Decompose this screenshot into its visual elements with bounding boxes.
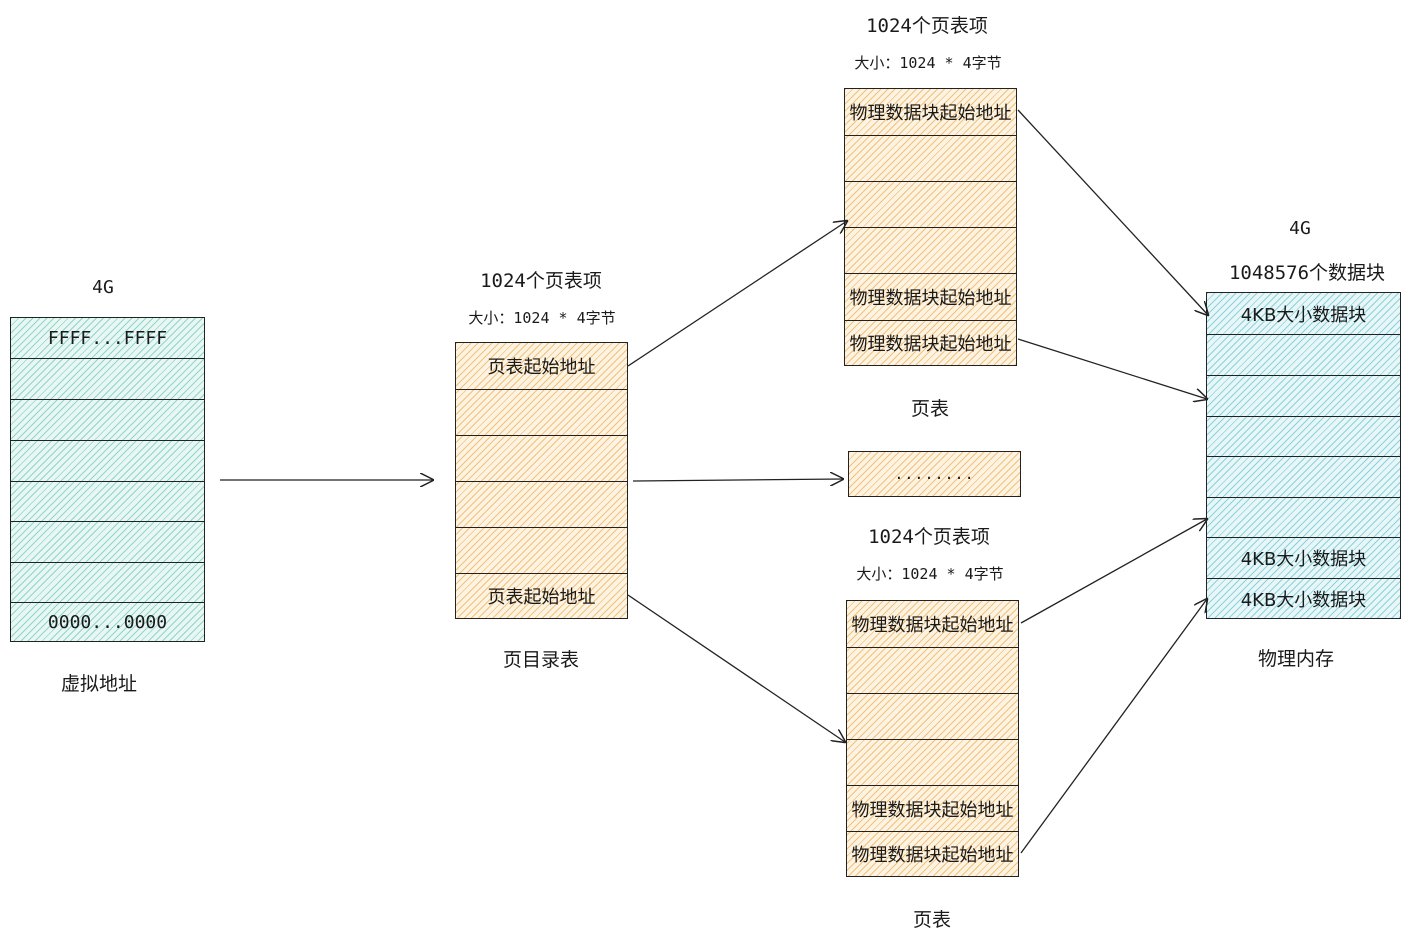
physical-block bbox=[1207, 456, 1400, 497]
page-table-bottom-size: 大小：1024 * 4字节 bbox=[856, 565, 1004, 583]
physical-block: 4KB大小数据块 bbox=[1207, 537, 1400, 578]
physical-block bbox=[1207, 334, 1400, 375]
virtual-row: FFFF...FFFF bbox=[47, 327, 168, 349]
directory-caption: 页目录表 bbox=[502, 649, 580, 671]
bottom-entry-to-block-arrow bbox=[1020, 519, 1207, 624]
more-page-tables-box: ........ bbox=[848, 451, 1021, 497]
page-table-bottom-caption: 页表 bbox=[912, 909, 952, 931]
directory-to-bottom-table-arrow bbox=[627, 594, 845, 742]
page-table-entry bbox=[847, 739, 1018, 785]
page-table-top: 物理数据块起始地址 物理数据块起始地址 物理数据块起始地址 bbox=[844, 88, 1017, 366]
page-table-top-caption: 页表 bbox=[910, 398, 950, 420]
virtual-row bbox=[11, 521, 204, 562]
page-table-bottom: 物理数据块起始地址 物理数据块起始地址 物理数据块起始地址 bbox=[846, 600, 1019, 877]
directory-title: 1024个页表项 bbox=[480, 270, 602, 292]
virtual-row bbox=[11, 399, 204, 440]
page-table-entry bbox=[845, 135, 1016, 181]
directory-to-top-table-arrow bbox=[627, 221, 847, 367]
page-table-entry bbox=[847, 693, 1018, 739]
directory-entry: 页表起始地址 bbox=[456, 573, 627, 618]
virtual-row bbox=[11, 562, 204, 602]
virtual-row bbox=[11, 358, 204, 399]
directory-entry bbox=[456, 435, 627, 481]
physical-count-label: 1048576个数据块 bbox=[1228, 262, 1386, 284]
directory-entry bbox=[456, 389, 627, 435]
physical-block bbox=[1207, 416, 1400, 456]
page-directory-table: 页表起始地址 页表起始地址 bbox=[455, 342, 628, 619]
directory-entry bbox=[456, 527, 627, 573]
physical-block bbox=[1207, 497, 1400, 537]
top-entry-to-block-arrow bbox=[1017, 109, 1208, 315]
directory-entry bbox=[456, 481, 627, 527]
page-table-entry bbox=[845, 227, 1016, 273]
bottom-entry-to-block-arrow bbox=[1020, 599, 1207, 854]
virtual-row: 0000...0000 bbox=[11, 602, 204, 641]
page-table-entry: 物理数据块起始地址 bbox=[847, 785, 1018, 831]
directory-to-ellipsis-arrow bbox=[632, 479, 843, 481]
page-table-entry: 物理数据块起始地址 bbox=[845, 273, 1016, 320]
physical-memory: 4KB大小数据块 4KB大小数据块 4KB大小数据块 bbox=[1206, 292, 1401, 619]
page-table-entry bbox=[845, 181, 1016, 227]
directory-entry: 页表起始地址 bbox=[487, 357, 596, 378]
directory-size: 大小：1024 * 4字节 bbox=[468, 309, 616, 327]
page-table-entry: 物理数据块起始地址 bbox=[847, 831, 1018, 876]
page-table-entry: 物理数据块起始地址 bbox=[851, 615, 1014, 636]
virtual-address-space: FFFF...FFFF 0000...0000 bbox=[10, 317, 205, 642]
page-table-entry: 物理数据块起始地址 bbox=[849, 103, 1012, 124]
top-entry-to-block-arrow bbox=[1017, 338, 1207, 399]
page-table-top-title: 1024个页表项 bbox=[866, 15, 988, 37]
virtual-caption: 虚拟地址 bbox=[60, 673, 138, 695]
virtual-row bbox=[11, 481, 204, 521]
physical-size-label: 4G bbox=[1289, 218, 1311, 239]
virtual-row bbox=[11, 440, 204, 481]
page-table-entry bbox=[847, 647, 1018, 693]
physical-block: 4KB大小数据块 bbox=[1207, 578, 1400, 618]
page-table-bottom-title: 1024个页表项 bbox=[868, 526, 990, 548]
ellipsis-text: ........ bbox=[894, 465, 975, 483]
physical-block: 4KB大小数据块 bbox=[1240, 304, 1367, 326]
page-table-entry: 物理数据块起始地址 bbox=[845, 320, 1016, 365]
physical-block bbox=[1207, 375, 1400, 416]
page-table-top-size: 大小：1024 * 4字节 bbox=[854, 54, 1002, 72]
physical-caption: 物理内存 bbox=[1257, 648, 1335, 670]
virtual-size-label: 4G bbox=[92, 277, 114, 298]
